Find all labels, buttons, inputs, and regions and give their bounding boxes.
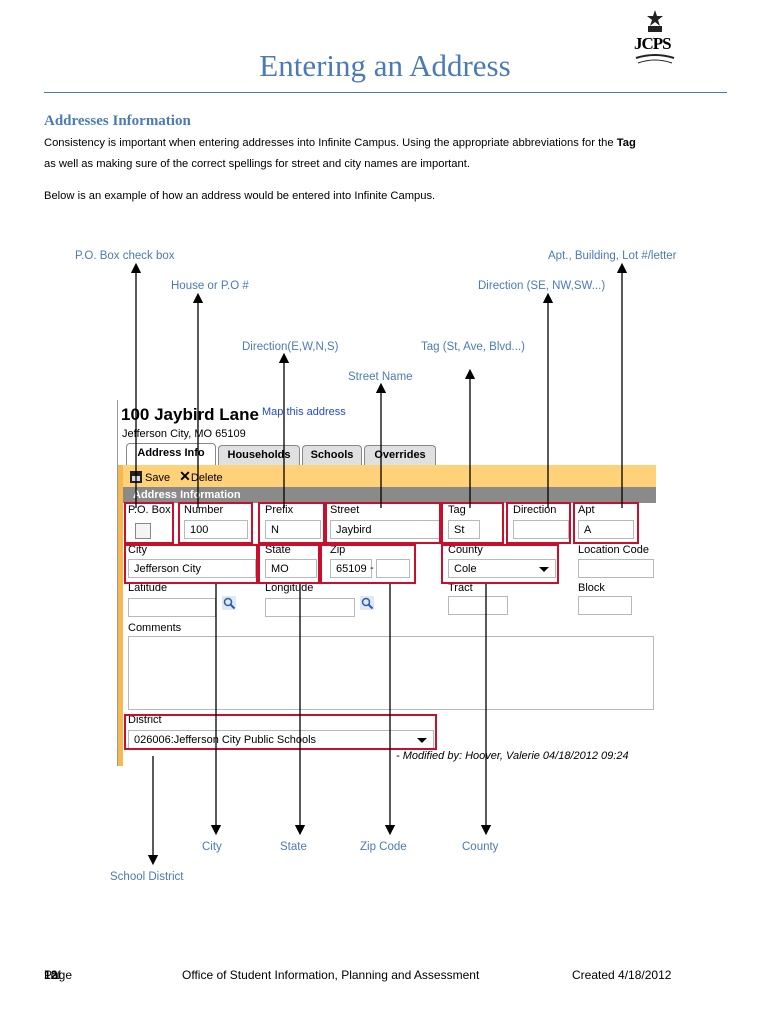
- delete-button[interactable]: ✕Delete: [179, 468, 223, 484]
- section-header: Address Information: [123, 487, 656, 503]
- zip-extension-field[interactable]: [376, 559, 410, 578]
- callout-apt: Apt., Building, Lot #/letter: [548, 250, 677, 262]
- street-field[interactable]: Jaybird: [330, 520, 440, 539]
- chevron-down-icon: [539, 567, 549, 572]
- toolbar: Save ✕Delete: [130, 468, 223, 485]
- city-field[interactable]: Jefferson City: [128, 559, 256, 578]
- para-text-2: as well as making sure of the correct sp…: [44, 158, 470, 170]
- label-county: County: [448, 544, 483, 556]
- prefix-field[interactable]: N: [265, 520, 321, 539]
- district-value: 026006:Jefferson City Public Schools: [134, 734, 317, 746]
- label-city: City: [128, 544, 147, 556]
- chevron-down-icon: [417, 738, 427, 743]
- label-po-box: P.O. Box: [128, 504, 171, 516]
- tab-address-info[interactable]: Address Info: [126, 443, 216, 465]
- block-field[interactable]: [578, 596, 632, 615]
- label-latitude: Latitude: [128, 582, 168, 594]
- tag-field[interactable]: St: [448, 520, 480, 539]
- delete-icon: ✕: [179, 468, 191, 484]
- label-tag: Tag: [448, 504, 466, 516]
- label-zip: Zip: [330, 544, 346, 556]
- address-title: 100 Jaybird Lane: [121, 405, 259, 424]
- label-number: Number: [184, 504, 224, 516]
- callout-direction-prefix: Direction(E,W,N,S): [242, 341, 339, 353]
- label-state: State: [265, 544, 291, 556]
- callout-po-box: P.O. Box check box: [75, 250, 175, 262]
- county-value: Cole: [454, 563, 477, 575]
- title-divider: [44, 92, 727, 93]
- callout-state: State: [280, 841, 307, 853]
- state-field[interactable]: MO: [265, 559, 317, 578]
- tab-bar: Address Info Households Schools Override…: [118, 443, 656, 465]
- callout-zip: Zip Code: [360, 841, 407, 853]
- para-text: Consistency is important when entering a…: [44, 137, 617, 149]
- page-number: Page 1 of 2: [44, 968, 72, 982]
- section-heading: Addresses Information: [44, 113, 191, 129]
- label-prefix: Prefix: [265, 504, 294, 516]
- magnifier-icon[interactable]: [360, 596, 374, 610]
- page-title: Entering an Address: [259, 48, 511, 83]
- intro-paragraph: Consistency is important when entering a…: [44, 133, 734, 175]
- callout-county: County: [462, 841, 499, 853]
- example-paragraph: Below is an example of how an address wo…: [44, 190, 436, 202]
- address-city-line: Jefferson City, MO 65109: [122, 428, 246, 440]
- number-field[interactable]: 100: [184, 520, 248, 539]
- zip-separator: -: [370, 562, 374, 574]
- save-label: Save: [145, 472, 171, 484]
- callout-direction-suffix: Direction (SE, NW,SW...): [478, 280, 606, 292]
- page-prefix: Page: [44, 968, 73, 982]
- label-location-code: Location Code: [578, 544, 649, 556]
- label-block: Block: [578, 582, 605, 594]
- tab-schools[interactable]: Schools: [302, 445, 362, 465]
- tab-overrides[interactable]: Overrides: [364, 445, 436, 465]
- map-address-link[interactable]: Map this address: [262, 406, 346, 418]
- modified-by: - Modified by: Hoover, Valerie 04/18/201…: [396, 750, 629, 762]
- footer-created: Created 4/18/2012: [572, 968, 672, 982]
- apt-field[interactable]: A: [578, 520, 634, 539]
- page-num: 1: [44, 968, 51, 982]
- callout-street-name: Street Name: [348, 371, 413, 383]
- longitude-field[interactable]: [265, 598, 355, 617]
- label-comments: Comments: [128, 622, 182, 634]
- footer-office: Office of Student Information, Planning …: [182, 968, 480, 982]
- jcps-logo: JCPS: [630, 8, 680, 72]
- label-longitude: Longitude: [265, 582, 314, 594]
- left-accent-bar: [118, 465, 123, 766]
- label-apt: Apt: [578, 504, 595, 516]
- direction-field[interactable]: [513, 520, 569, 539]
- callout-tag: Tag (St, Ave, Blvd...): [421, 341, 525, 353]
- po-box-checkbox[interactable]: [135, 523, 151, 539]
- county-select[interactable]: Cole: [448, 559, 556, 578]
- label-street: Street: [330, 504, 360, 516]
- logo-text: JCPS: [634, 34, 672, 53]
- zip-field[interactable]: 65109: [330, 559, 372, 578]
- callout-school-district: School District: [110, 871, 184, 883]
- label-district: District: [128, 714, 162, 726]
- magnifier-icon[interactable]: [222, 596, 236, 610]
- callout-house: House or P.O #: [171, 280, 249, 292]
- para-bold-tag: Tag: [616, 137, 636, 149]
- delete-label: Delete: [190, 472, 223, 484]
- page-total: 2: [50, 968, 58, 982]
- tract-field[interactable]: [448, 596, 508, 615]
- label-direction: Direction: [513, 504, 557, 516]
- callout-city: City: [202, 841, 222, 853]
- location-code-field[interactable]: [578, 559, 654, 578]
- label-tract: Tract: [448, 582, 473, 594]
- page-of: of: [50, 968, 61, 982]
- toolbar-strip: [118, 465, 656, 487]
- tab-households[interactable]: Households: [218, 445, 300, 465]
